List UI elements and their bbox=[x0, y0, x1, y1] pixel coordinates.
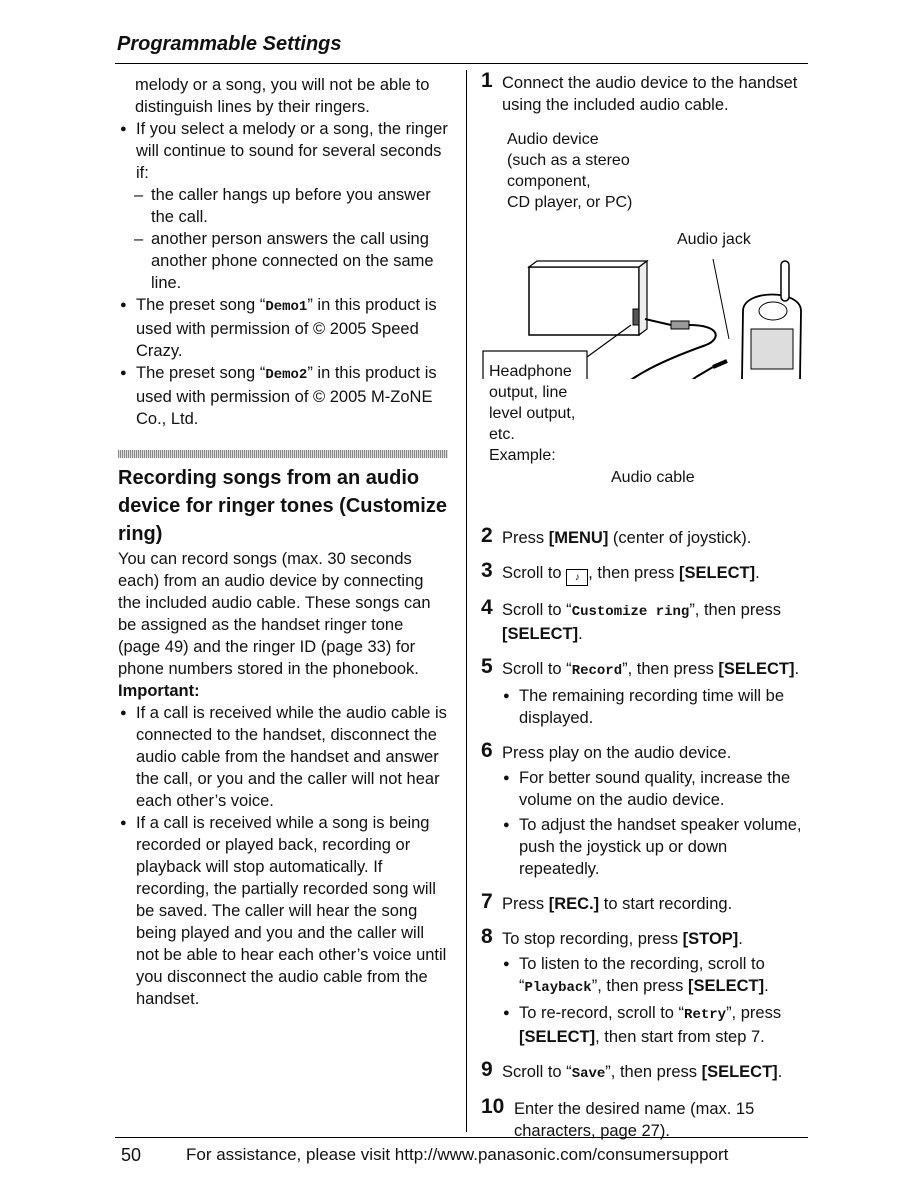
connection-diagram: Audio device (such as a stereo component… bbox=[481, 129, 811, 486]
audio-device-label: Audio device (such as a stereo component… bbox=[507, 131, 633, 211]
diagram-illustration bbox=[482, 258, 802, 379]
handset-phone bbox=[741, 260, 802, 379]
step-text: Press [MENU] (center of joystick). bbox=[502, 529, 752, 547]
bullet-demo2-permission: The preset song “Demo2” in this product … bbox=[118, 362, 448, 430]
step-8-note-playback: To listen to the recording, scroll to “P… bbox=[502, 953, 811, 999]
step-5: 5 Scroll to “Record”, then press [SELECT… bbox=[481, 655, 811, 729]
step-text: Scroll to “Customize ring”, then press [… bbox=[502, 601, 782, 643]
dash-caller-hangs-up: the caller hangs up before you answer th… bbox=[118, 184, 448, 228]
step-9: 9 Scroll to “Save”, then press [SELECT]. bbox=[481, 1058, 811, 1085]
step-6-note-quality: For better sound quality, increase the v… bbox=[502, 767, 811, 811]
footer-assistance-text: For assistance, please visit http://www.… bbox=[186, 1145, 729, 1164]
headphone-callout-box bbox=[482, 324, 632, 379]
step-number: 1 bbox=[481, 69, 493, 92]
important-label: Important: bbox=[118, 682, 200, 700]
step-text: To stop recording, press [STOP]. bbox=[502, 930, 743, 948]
step-number: 10 bbox=[481, 1095, 505, 1118]
step-text: Press [REC.] to start recording. bbox=[502, 895, 733, 913]
right-column: 1 Connect the audio device to the handse… bbox=[481, 69, 811, 1155]
step-3: 3 Scroll to ♪, then press [SELECT]. bbox=[481, 559, 811, 586]
headphone-output-label: Headphone output, line level output, etc… bbox=[489, 363, 576, 464]
page-number: 50 bbox=[121, 1145, 142, 1165]
bullet-demo1-permission: The preset song “Demo1” in this product … bbox=[118, 294, 448, 362]
step-8: 8 To stop recording, press [STOP]. To li… bbox=[481, 925, 811, 1048]
column-divider bbox=[466, 70, 467, 1132]
header-rule bbox=[115, 63, 808, 64]
dash-another-person-answers: another person answers the call using an… bbox=[118, 228, 448, 294]
section-separator bbox=[118, 450, 448, 458]
important-bullet-call-received: If a call is received while the audio ca… bbox=[118, 702, 448, 812]
section-heading: Recording songs from an audio device for… bbox=[118, 467, 447, 545]
step-number: 7 bbox=[481, 890, 493, 913]
important-bullet-recording-stops: If a call is received while a song is be… bbox=[118, 812, 448, 1010]
page-header-title: Programmable Settings bbox=[117, 33, 342, 55]
step-number: 3 bbox=[481, 559, 493, 582]
step-number: 8 bbox=[481, 925, 493, 948]
step-text: Connect the audio device to the handset … bbox=[502, 74, 798, 114]
left-column: melody or a song, you will not be able t… bbox=[118, 74, 448, 1010]
step-10: 10 Enter the desired name (max. 15 chara… bbox=[481, 1095, 811, 1142]
step-number: 5 bbox=[481, 655, 493, 678]
step-4: 4 Scroll to “Customize ring”, then press… bbox=[481, 596, 811, 645]
step-number: 2 bbox=[481, 524, 493, 547]
step-number: 6 bbox=[481, 739, 493, 762]
bullet-ringer-continue: If you select a melody or a song, the ri… bbox=[118, 118, 448, 184]
step-2: 2 Press [MENU] (center of joystick). bbox=[481, 524, 811, 549]
audio-jack-label: Audio jack bbox=[677, 231, 751, 248]
step-text: Scroll to “Save”, then press [SELECT]. bbox=[502, 1063, 783, 1082]
audio-cable-label: Audio cable bbox=[611, 469, 695, 486]
intro-text: melody or a song, you will not be able t… bbox=[135, 76, 430, 116]
step-7: 7 Press [REC.] to start recording. bbox=[481, 890, 811, 915]
audio-cable bbox=[630, 318, 728, 379]
step-number: 4 bbox=[481, 596, 493, 619]
step-text: Scroll to “Record”, then press [SELECT]. bbox=[502, 660, 800, 679]
footer-rule bbox=[115, 1137, 808, 1138]
step-1: 1 Connect the audio device to the handse… bbox=[481, 69, 811, 116]
step-8-note-retry: To re-record, scroll to “Retry”, press [… bbox=[502, 1002, 811, 1048]
ringer-setting-icon: ♪ bbox=[566, 569, 589, 586]
step-5-note: The remaining recording time will be dis… bbox=[502, 685, 811, 729]
step-text: Scroll to ♪, then press [SELECT]. bbox=[502, 562, 811, 586]
audio-device-box bbox=[527, 259, 649, 337]
step-number: 9 bbox=[481, 1058, 493, 1081]
step-text: Press play on the audio device. bbox=[502, 744, 732, 762]
step-6-note-volume: To adjust the handset speaker volume, pu… bbox=[502, 814, 811, 880]
step-text: Enter the desired name (max. 15 characte… bbox=[514, 1100, 755, 1140]
section-body: You can record songs (max. 30 seconds ea… bbox=[118, 550, 431, 678]
step-6: 6 Press play on the audio device. For be… bbox=[481, 739, 811, 880]
